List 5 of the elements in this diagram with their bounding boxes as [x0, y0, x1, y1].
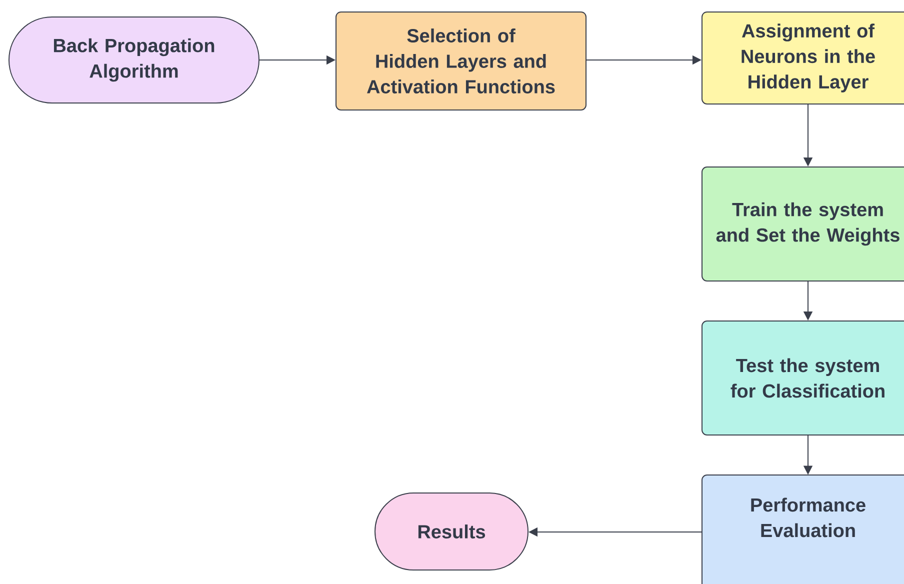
process-box: Selection of Hidden Layers and Activation Functions: [336, 12, 586, 110]
process-box: Train the system and Set the Weights: [702, 166, 904, 282]
process-box: Performance Evaluation: [702, 474, 904, 584]
process-box: Assignment of Neurons in the Hidden Layer: [702, 12, 904, 104]
process-box: Test the system for Classification: [702, 320, 904, 436]
